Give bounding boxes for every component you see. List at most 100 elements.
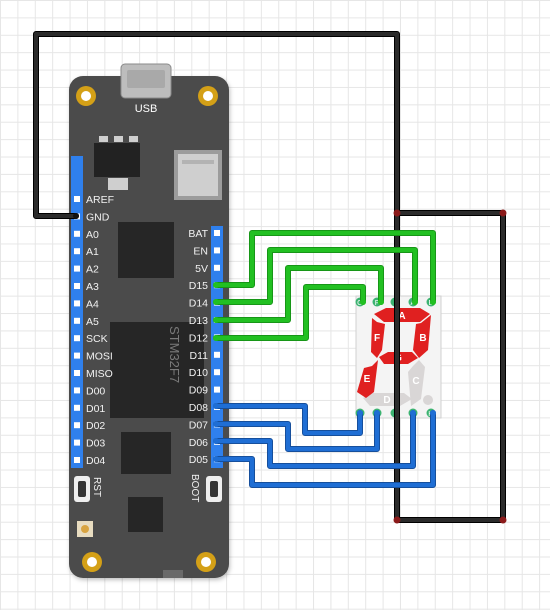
left-pin-label: A1 [86, 246, 99, 258]
wire-endpoint [410, 410, 416, 416]
right-pin-label: D10 [189, 367, 208, 379]
wire-endpoint [213, 317, 219, 323]
wire-endpoint [213, 421, 219, 427]
right-pin-label: D07 [189, 419, 208, 431]
left-pin-d03[interactable] [74, 439, 80, 446]
wire-endpoint [213, 438, 219, 444]
left-header [71, 156, 83, 468]
right-pin-label: D14 [189, 298, 208, 310]
wire-endpoint [213, 299, 219, 305]
reset-button[interactable] [74, 476, 90, 502]
left-pin-d00[interactable] [74, 387, 80, 394]
left-pin-label: D01 [86, 403, 105, 415]
left-pin-d02[interactable] [74, 422, 80, 429]
right-pin-bat[interactable] [214, 230, 220, 236]
wire-d14-outline [213, 247, 418, 305]
wire-endpoint [430, 299, 436, 305]
wire-joint [499, 516, 507, 524]
left-pin-label: A0 [86, 229, 99, 241]
battery-connector [163, 570, 183, 578]
right-pin-label: D15 [189, 280, 208, 292]
left-pin-label: SCK [86, 333, 108, 345]
decimal-point [423, 395, 433, 405]
small-chip-2 [121, 432, 171, 474]
right-pin-label: EN [193, 245, 208, 257]
segment-label: A [398, 311, 405, 322]
wire-endpoint [213, 403, 219, 409]
left-pin-a1[interactable] [74, 248, 80, 255]
sd-card-slot [174, 150, 222, 200]
wire-endpoint [357, 410, 363, 416]
wire-endpoint [412, 299, 418, 305]
right-pin-label: D05 [189, 454, 208, 466]
wire-gnd-to-com[interactable] [34, 32, 505, 522]
segment-b [413, 315, 431, 358]
wire-d07-to-d[interactable] [214, 411, 379, 451]
left-pin-sck[interactable] [74, 335, 80, 342]
boot-button[interactable] [206, 476, 222, 502]
right-pin-label: D08 [189, 402, 208, 414]
usb-label: USB [135, 103, 158, 115]
right-pin-d09[interactable] [214, 386, 220, 393]
right-pin-label: 5V [195, 263, 208, 275]
wire-endpoint [213, 335, 219, 341]
wire-d06-to-c[interactable] [214, 411, 415, 468]
right-pin-label: BAT [188, 228, 208, 240]
segment-label: D [383, 395, 390, 406]
right-header [211, 226, 223, 468]
wire-joint [393, 516, 401, 524]
segment-f [371, 318, 385, 358]
left-pin-a3[interactable] [74, 283, 80, 289]
right-pin-label: D11 [190, 350, 209, 362]
left-pin-label: A3 [86, 281, 99, 293]
wire-d13-to-f[interactable] [214, 266, 383, 322]
segment-e [357, 360, 378, 398]
wire-endpoint [213, 282, 219, 288]
left-pin-label: A5 [86, 316, 99, 328]
right-pin-en[interactable] [214, 247, 220, 254]
left-pin-label: MOSI [86, 351, 113, 363]
segment-c [408, 360, 425, 406]
segment-label: E [364, 374, 371, 385]
mcu-board: USB STM32F7 RST [69, 63, 229, 578]
right-pin-label: D13 [189, 315, 208, 327]
left-pin-label: A4 [86, 298, 99, 310]
wire-endpoint [213, 456, 219, 462]
wire-d05-to-h[interactable] [214, 411, 435, 487]
left-pin-a5[interactable] [74, 317, 80, 324]
left-pin-a4[interactable] [74, 300, 80, 307]
boot-label: BOOT [189, 474, 200, 502]
segment-label: B [419, 333, 426, 344]
right-pin-d11[interactable] [214, 351, 220, 358]
left-pin-a2[interactable] [74, 265, 80, 272]
right-pin-5v[interactable] [214, 264, 220, 271]
display-pin-label: F [375, 298, 380, 307]
segment-label: C [412, 376, 419, 387]
left-pin-label: D00 [86, 385, 105, 397]
right-pin-label: D09 [189, 385, 208, 397]
wire-d15-to-b[interactable] [214, 231, 435, 304]
wire-d08-to-e[interactable] [214, 404, 362, 435]
left-pin-d04[interactable] [74, 457, 80, 463]
wire-d12-to-g[interactable] [214, 285, 365, 340]
left-pin-miso[interactable] [74, 370, 80, 376]
wire-group [33, 31, 507, 524]
left-pin-aref[interactable] [74, 196, 80, 202]
voltage-regulator [94, 136, 140, 190]
wire-endpoint [374, 410, 380, 416]
left-pin-label: A2 [86, 264, 99, 276]
left-pin-a0[interactable] [74, 230, 80, 237]
left-pin-d01[interactable] [74, 404, 80, 411]
wire-d14-to-a[interactable] [214, 248, 417, 304]
mcu-chip [110, 322, 204, 418]
status-led [77, 521, 93, 537]
left-pin-label: AREF [86, 194, 114, 206]
small-chip-3 [128, 497, 163, 532]
reset-label: RST [91, 477, 102, 497]
left-pin-label: GND [86, 211, 110, 223]
right-pin-d10[interactable] [214, 369, 220, 376]
wire-joint [499, 209, 507, 217]
left-pin-mosi[interactable] [74, 352, 80, 359]
